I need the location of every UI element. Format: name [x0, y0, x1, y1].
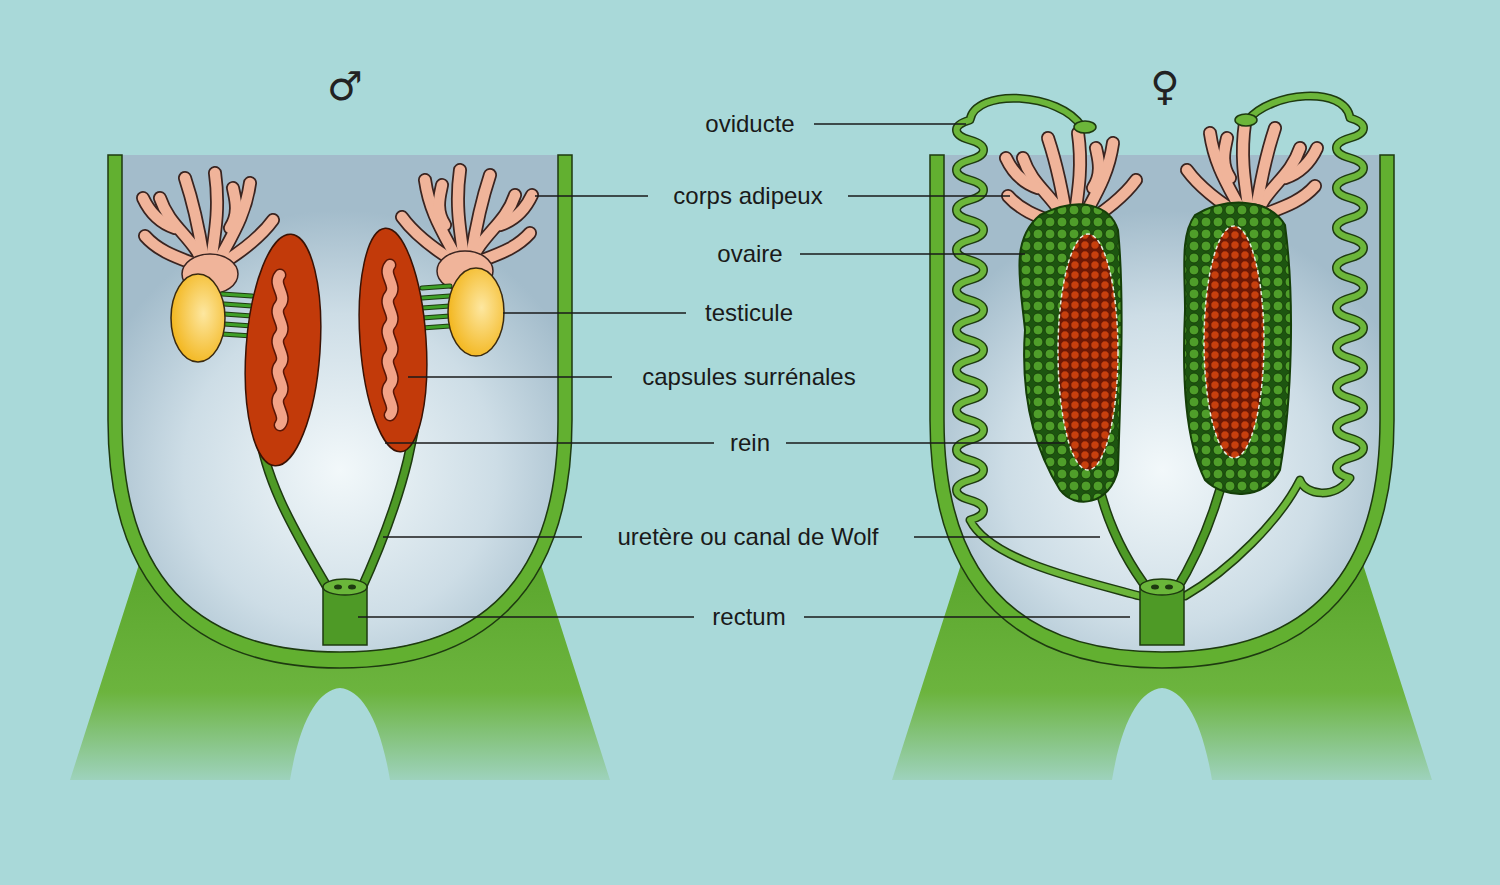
male-body: [70, 155, 610, 780]
part-label: testicule: [705, 300, 793, 326]
leader-lines: [358, 124, 1130, 617]
part-label: corps adipeux: [673, 183, 822, 209]
part-label: oviducte: [705, 111, 794, 137]
adrenal-capsules: [278, 265, 393, 425]
female-rectum: [1140, 579, 1184, 645]
part-label: capsules surrénales: [642, 364, 855, 390]
female-body: [892, 155, 1432, 780]
oviducts: [957, 96, 1364, 596]
female-kidneys: [1058, 226, 1264, 470]
part-label: uretère ou canal de Wolf: [617, 524, 878, 550]
part-label: rectum: [712, 604, 785, 630]
male-kidneys: [238, 226, 434, 468]
part-label: ovaire: [717, 241, 782, 267]
testes: [171, 268, 504, 362]
ovaries: [1019, 203, 1291, 502]
part-label: rein: [730, 430, 770, 456]
sex-symbol: ♂: [327, 64, 363, 108]
male-rectum: [323, 579, 367, 645]
sex-symbol: ♀: [1150, 64, 1179, 108]
